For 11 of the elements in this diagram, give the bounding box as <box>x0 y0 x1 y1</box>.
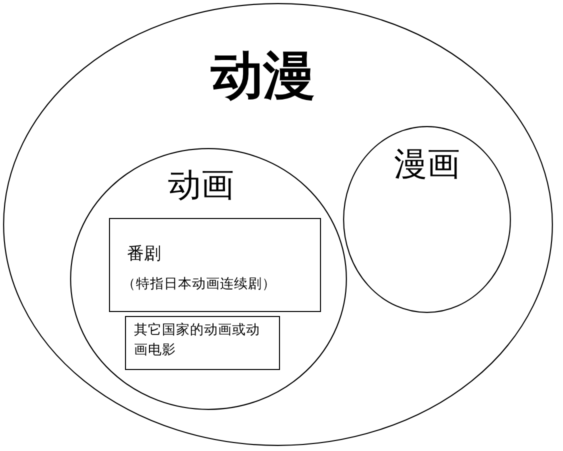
category-title: 漫画 <box>394 144 460 184</box>
diagram-heading: 动漫 <box>211 45 315 108</box>
note-text: （特指日本动画连续剧） <box>122 276 276 292</box>
category-box <box>109 218 321 312</box>
category-ellipse <box>70 148 347 410</box>
category-title: 番剧 <box>127 244 161 264</box>
category-box <box>125 316 280 370</box>
category-title: 动画 <box>168 165 234 205</box>
category-title: 其它国家的动画或动画电影 <box>134 321 261 360</box>
category-ellipse <box>3 3 553 446</box>
category-ellipse <box>343 126 511 313</box>
